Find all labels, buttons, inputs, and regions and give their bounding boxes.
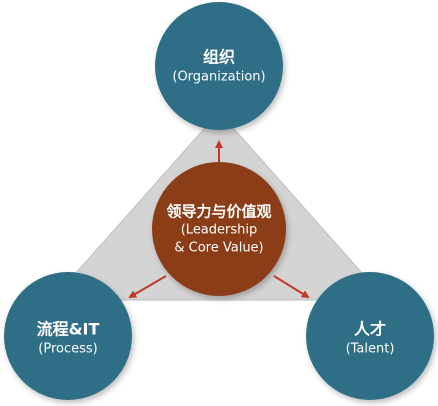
- organization-title: 组织: [202, 47, 236, 67]
- organization-circle: [155, 2, 283, 130]
- arrow-to-talent: [273, 275, 310, 299]
- talent-label: 人才 (Talent): [346, 318, 395, 357]
- leadership-title: 领导力与价值观: [166, 202, 272, 221]
- talent-title: 人才: [353, 319, 387, 339]
- leadership-subtitle-line1: (Leadership: [180, 222, 258, 238]
- arrow-to-process: [128, 275, 167, 299]
- organization-subtitle: (Organization): [172, 69, 266, 85]
- talent-subtitle: (Talent): [345, 341, 395, 357]
- leadership-subtitle-line2: & Core Value): [174, 240, 264, 256]
- process-subtitle: (Process): [38, 341, 98, 357]
- process-label: 流程&IT (Process): [37, 318, 100, 357]
- process-title: 流程&IT: [36, 319, 100, 339]
- process-circle: [4, 272, 132, 400]
- leadership-circle: [152, 162, 286, 296]
- leadership-label: 领导力与价值观 (Leadership & Core Value): [166, 201, 271, 256]
- organization-label: 组织 (Organization): [172, 46, 265, 85]
- talent-circle: [306, 272, 434, 400]
